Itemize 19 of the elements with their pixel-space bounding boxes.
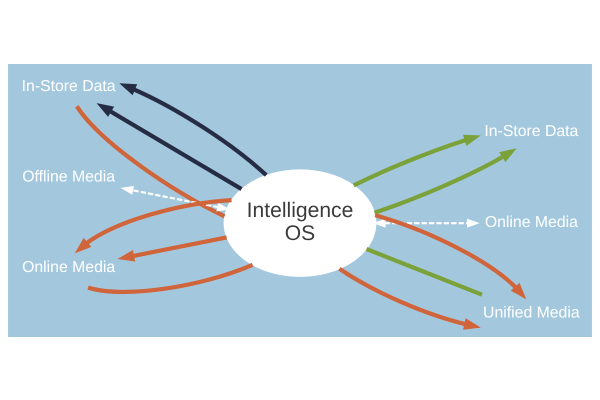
node-text: Unified Media [483, 304, 580, 321]
arrow [352, 134, 481, 187]
connector [75, 104, 226, 218]
node-text: Online Media [22, 258, 116, 276]
arrow [338, 266, 481, 330]
node-text: In-Store Data [22, 77, 116, 94]
node-text: In-Store Data [484, 122, 578, 140]
arrow [120, 186, 230, 211]
node-text: Offline Media [22, 168, 116, 186]
arrow [374, 212, 526, 299]
arrow [119, 82, 268, 176]
connector [366, 246, 483, 296]
arrow [74, 198, 232, 253]
connector [88, 262, 254, 294]
arrow [96, 102, 243, 190]
node-text: Online Media [484, 213, 578, 230]
node-ellipse: Intelligence OS [224, 168, 376, 276]
arrow [117, 234, 228, 262]
arrow [374, 148, 517, 214]
